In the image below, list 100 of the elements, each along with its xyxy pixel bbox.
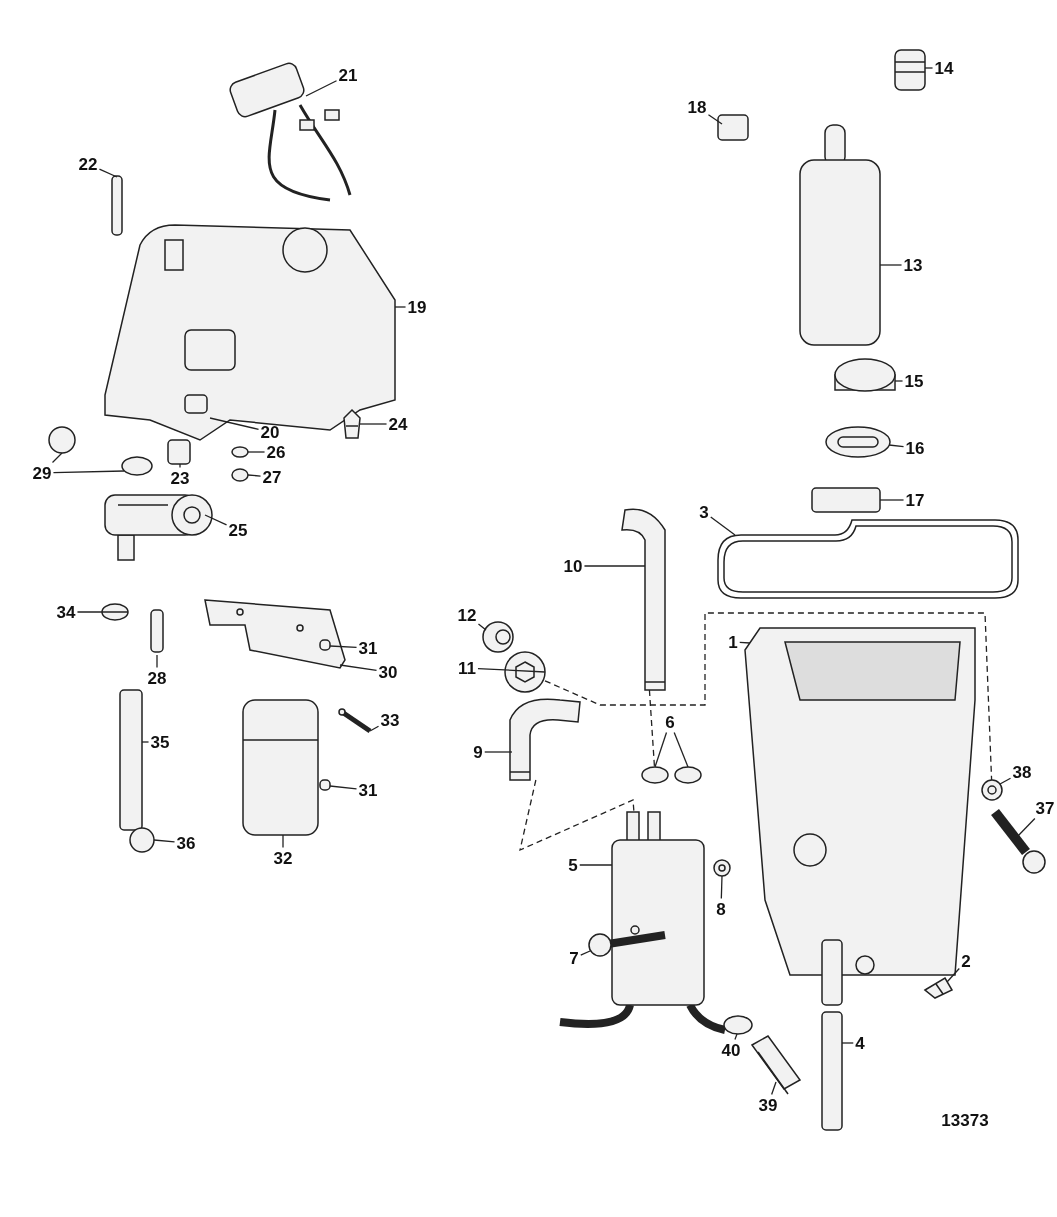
hose-clamp-drawing: [121, 456, 153, 476]
bracket-drawing: [825, 426, 891, 458]
leader-line: [720, 875, 723, 900]
callout-number: 3: [698, 502, 710, 522]
leader-line: [141, 741, 150, 743]
leader-line: [329, 645, 358, 649]
connector-drawing: [717, 114, 749, 141]
callout-number: 15: [903, 371, 925, 391]
leader-line: [153, 839, 176, 843]
hose-clamp-drawing: [723, 1015, 753, 1035]
leader-line: [734, 1033, 738, 1041]
housing-drawing: [744, 627, 976, 976]
leader-line: [583, 565, 646, 567]
leader-line: [1015, 817, 1036, 839]
leader-line: [305, 80, 338, 97]
leader-line: [710, 516, 736, 536]
sleeve-drawing: [167, 439, 191, 465]
clip-drawing: [129, 827, 155, 853]
leader-line: [673, 731, 689, 768]
alignment-line: [648, 689, 656, 768]
callout-number: 25: [227, 520, 249, 540]
leader-line: [179, 463, 181, 469]
leader-line: [946, 967, 960, 983]
leader-line: [888, 444, 905, 448]
callout-number: 9: [472, 742, 484, 762]
hose-clamp-drawing: [674, 766, 702, 784]
callout-number: 34: [55, 602, 77, 622]
nut-drawing: [231, 468, 249, 482]
leader-line: [771, 1081, 777, 1096]
screw-drawing: [111, 175, 123, 236]
callout-number: 27: [261, 467, 283, 487]
alignment-line: [519, 779, 635, 852]
hose-clamp-drawing: [101, 603, 129, 621]
callout-number: 17: [904, 490, 926, 510]
push-pin-drawing: [343, 408, 361, 439]
tube-drawing: [821, 939, 843, 1006]
bolt-drawing: [588, 931, 666, 957]
callout-number: 8: [715, 899, 727, 919]
washer-drawing: [981, 779, 1003, 801]
callout-number: 5: [567, 855, 579, 875]
disc-drawing: [834, 358, 896, 392]
alignment-line: [544, 612, 993, 781]
callout-number: 11: [457, 658, 477, 678]
leader-line: [209, 417, 260, 430]
callout-number: 10: [562, 556, 584, 576]
callout-number: 13: [902, 255, 924, 275]
leader-line: [204, 514, 228, 526]
callout-number: 35: [149, 732, 171, 752]
hose-drawing: [509, 698, 581, 781]
leader-line: [580, 950, 591, 956]
callout-number: 36: [175, 833, 197, 853]
callout-number: 19: [406, 297, 428, 317]
callout-number: 28: [146, 668, 168, 688]
gasket-drawing: [717, 519, 1019, 599]
leader-line: [369, 725, 380, 732]
tube-drawing: [750, 1035, 802, 1095]
callout-number: 40: [720, 1040, 742, 1060]
callout-number: 12: [456, 605, 478, 625]
callout-number: 1: [727, 632, 739, 652]
leader-line: [477, 623, 487, 631]
callout-number: 38: [1011, 762, 1033, 782]
leader-line: [879, 264, 903, 266]
callout-number: 29: [31, 463, 53, 483]
plug-drawing: [923, 976, 954, 999]
leader-line: [477, 667, 546, 673]
callout-number: 7: [568, 948, 580, 968]
leader-line: [841, 1042, 854, 1044]
callout-number: 37: [1034, 798, 1056, 818]
callout-number: 20: [259, 422, 281, 442]
leader-line: [707, 114, 723, 125]
callout-number: 14: [933, 58, 955, 78]
leader-line: [879, 499, 905, 501]
callout-number: 16: [904, 438, 926, 458]
leader-line: [76, 611, 129, 613]
bolt-drawing: [150, 609, 164, 653]
leader-line: [282, 834, 284, 849]
fitting-drawing: [482, 621, 514, 653]
pin-drawing: [338, 708, 372, 734]
leader-line: [579, 864, 613, 866]
leader-line: [156, 654, 158, 669]
leader-line: [247, 451, 266, 453]
callout-number: 22: [77, 154, 99, 174]
callout-number: 30: [377, 662, 399, 682]
figure-number: 13373: [940, 1110, 990, 1130]
callout-number: 23: [169, 468, 191, 488]
callout-number: 31: [357, 780, 379, 800]
leader-line: [98, 168, 118, 178]
callout-number: 21: [337, 65, 359, 85]
hose-drawing: [119, 689, 143, 831]
callout-number: 32: [272, 848, 294, 868]
callout-number: 6: [664, 712, 676, 732]
callout-number: 2: [960, 951, 972, 971]
plug-drawing: [504, 651, 546, 693]
pressure-regulator-drawing: [104, 494, 213, 561]
callout-number: 31: [357, 638, 379, 658]
hose-clamp-drawing: [48, 426, 76, 454]
leader-line: [654, 731, 668, 768]
leader-line: [394, 306, 407, 308]
leader-line: [359, 423, 388, 425]
grommet-drawing: [811, 487, 881, 513]
